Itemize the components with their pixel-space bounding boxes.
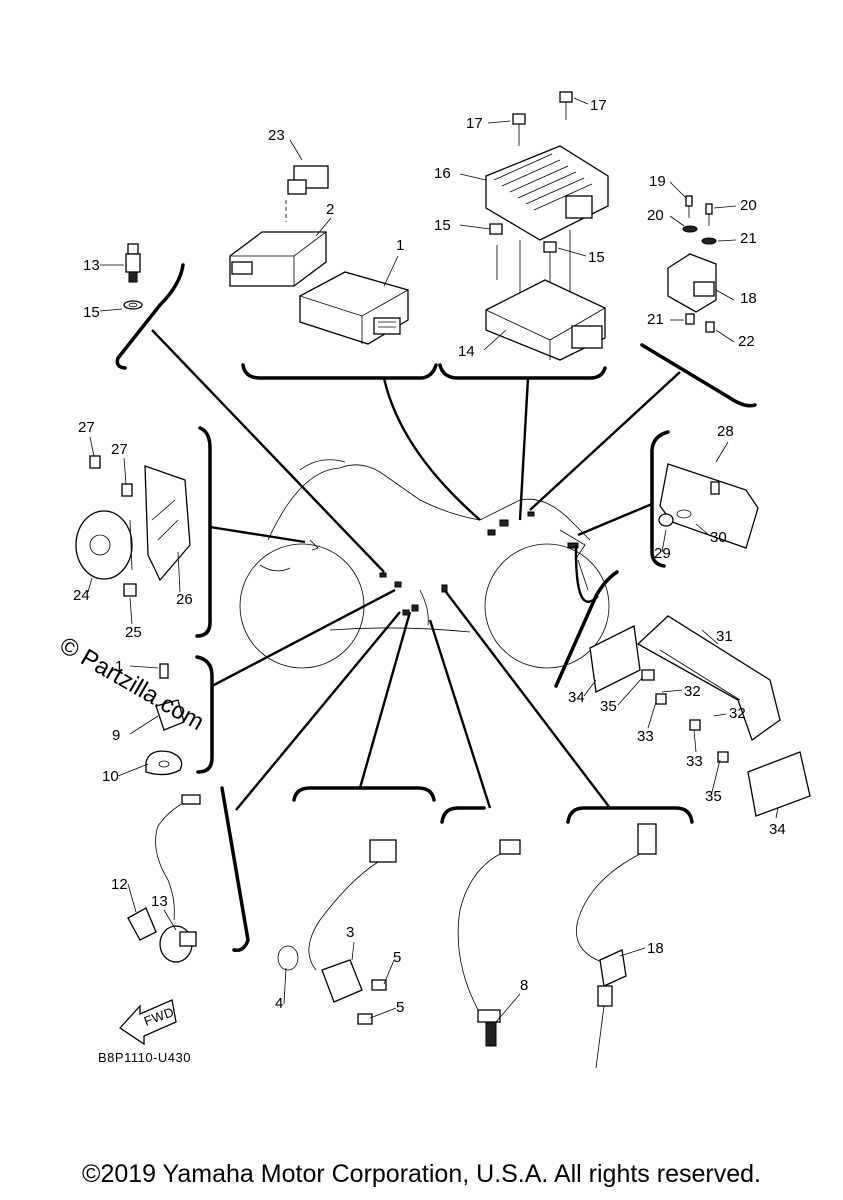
callout-16: 16	[434, 165, 451, 182]
callout-2: 2	[326, 201, 334, 218]
callout-20-left: 19	[649, 173, 666, 190]
callout-12: 12	[111, 876, 128, 893]
callout-27-right: 27	[111, 441, 128, 458]
part-19-20-21-22-bracket	[667, 195, 717, 333]
callout-15-right: 15	[588, 249, 605, 266]
callout-33-right: 33	[686, 753, 703, 770]
callout-34-left: 34	[568, 689, 585, 706]
callout-29: 29	[654, 545, 671, 562]
callout-31: 31	[716, 628, 733, 645]
callout-4: 4	[275, 995, 283, 1012]
copyright-notice: ©2019 Yamaha Motor Corporation, U.S.A. A…	[82, 1160, 761, 1188]
callout-3: 3	[346, 924, 354, 941]
callout-22-right: 22	[738, 333, 755, 350]
motorcycle-outline	[239, 459, 610, 669]
callout-1: 1	[396, 237, 404, 254]
callout-13: 13	[151, 893, 168, 910]
callout-34-right: 34	[769, 821, 786, 838]
callout-21-right: 21	[740, 230, 757, 247]
callout-9: 9	[112, 727, 120, 744]
part-12-13-switch	[127, 794, 201, 963]
callout-18: 18	[647, 940, 664, 957]
callout-10: 10	[102, 768, 119, 785]
callout-17-left: 17	[466, 115, 483, 132]
part-14-16-regulator	[485, 91, 609, 361]
callout-20-right: 20	[740, 197, 757, 214]
callout-25: 25	[125, 624, 142, 641]
part-2-23-1-relays	[229, 165, 409, 345]
group-brackets	[115, 263, 757, 953]
callout-26: 26	[176, 591, 193, 608]
callout-14: 14	[458, 343, 475, 360]
callout-labels: 13 15 23 2 1 17 17 16 15 15 14 19 20 20 …	[73, 97, 786, 1016]
callout-35-left: 35	[600, 698, 617, 715]
callout-23: 23	[268, 127, 285, 144]
callout-7: 15	[83, 304, 100, 321]
callout-27-left: 27	[78, 419, 95, 436]
callout-33-left: 33	[637, 728, 654, 745]
callout-30: 30	[710, 529, 727, 546]
callout-35-right: 35	[705, 788, 722, 805]
part-9-10-sensor	[145, 663, 185, 776]
callout-28: 28	[717, 423, 734, 440]
part-28-29-30-reflector	[658, 463, 759, 549]
callout-8: 8	[520, 977, 528, 994]
part-6-sensor	[123, 243, 143, 310]
callout-24: 24	[73, 587, 90, 604]
callout-17-right: 17	[590, 97, 607, 114]
callout-6: 13	[83, 257, 100, 274]
part-8-sensor	[457, 839, 521, 1047]
callout-19: 18	[740, 290, 757, 307]
callout-leaders	[87, 97, 779, 1023]
callout-5-upper: 5	[393, 949, 401, 966]
callout-5-lower: 5	[396, 999, 404, 1016]
part-3-4-5-sensor	[277, 839, 397, 1025]
callout-1-lower: 1	[115, 658, 123, 675]
callout-15-left: 15	[434, 217, 451, 234]
part-24-25-26-27-horn	[75, 455, 191, 597]
callout-21-left: 20	[647, 207, 664, 224]
callout-32-left: 32	[684, 683, 701, 700]
fwd-arrow: FWD	[119, 999, 177, 1046]
callout-32-right: 32	[729, 705, 746, 722]
watermark-text: © Partzilla.com	[55, 632, 209, 736]
drawing-code: B8P1110-U430	[98, 1050, 191, 1065]
part-31-to-35-bracket	[589, 615, 811, 817]
callout-22-left: 21	[647, 311, 664, 328]
part-18-sensor	[576, 823, 657, 1069]
